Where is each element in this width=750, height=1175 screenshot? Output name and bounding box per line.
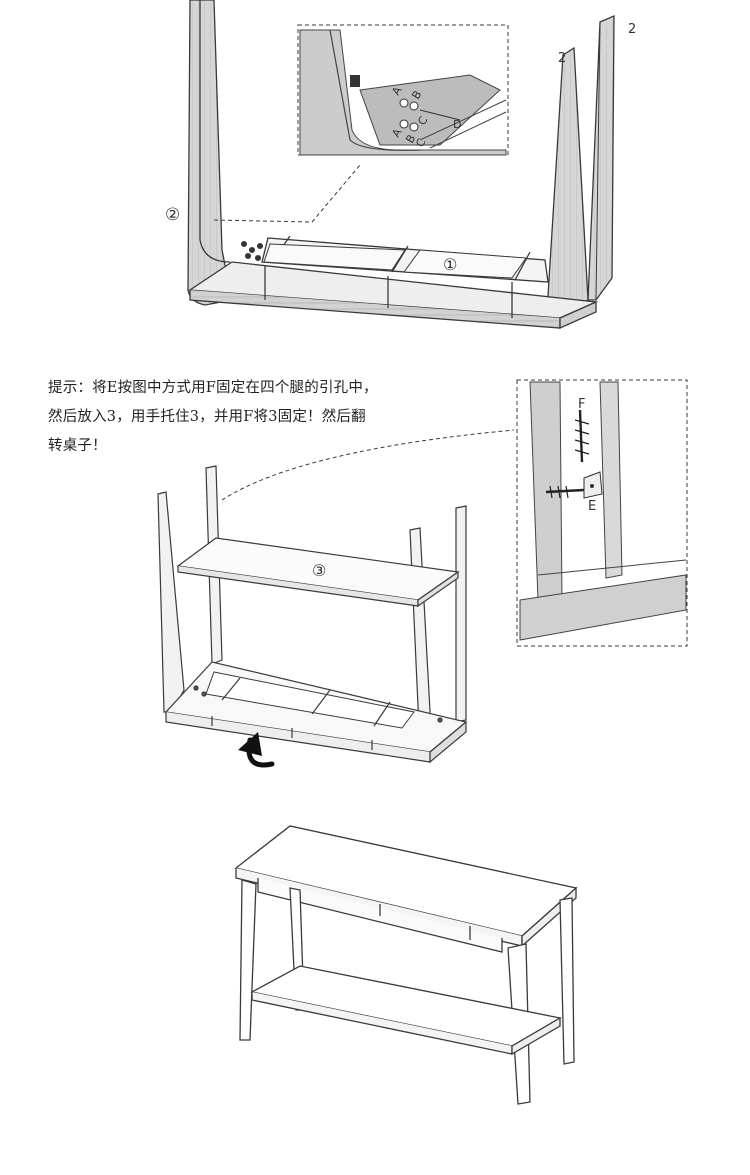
step2-frame — [157, 429, 515, 764]
step1-frame — [187, 0, 615, 330]
step2-detail-label-bracket: E — [588, 499, 596, 514]
step1-part-label-leg: ② — [165, 205, 180, 225]
rotate-arrow-icon — [238, 732, 275, 768]
finished-table — [234, 825, 578, 1105]
tip-line-3: 转桌子！ — [48, 438, 107, 454]
tip-line-2: 然后放入3，用手托住3，并用F将3固定！然后翻 — [48, 409, 366, 425]
step2-part-label-shelf: ③ — [312, 561, 326, 580]
tip-line-1: 提示：将E按图中方式用F固定在四个腿的引孔中， — [48, 380, 378, 396]
step2-detail-label-screw: F — [578, 397, 585, 412]
step1-corner-label-mid: 2 — [558, 51, 566, 66]
detail-letter-d: D — [453, 118, 461, 131]
step1-part-label-apron: ① — [443, 255, 457, 274]
step1-corner-label-top: 2 — [628, 22, 636, 37]
step2-detail-inset — [516, 379, 688, 647]
assembly-tip: 提示：将E按图中方式用F固定在四个腿的引孔中， 然后放入3，用手托住3，并用F将… — [48, 374, 428, 461]
step1-detail-inset — [297, 24, 509, 156]
